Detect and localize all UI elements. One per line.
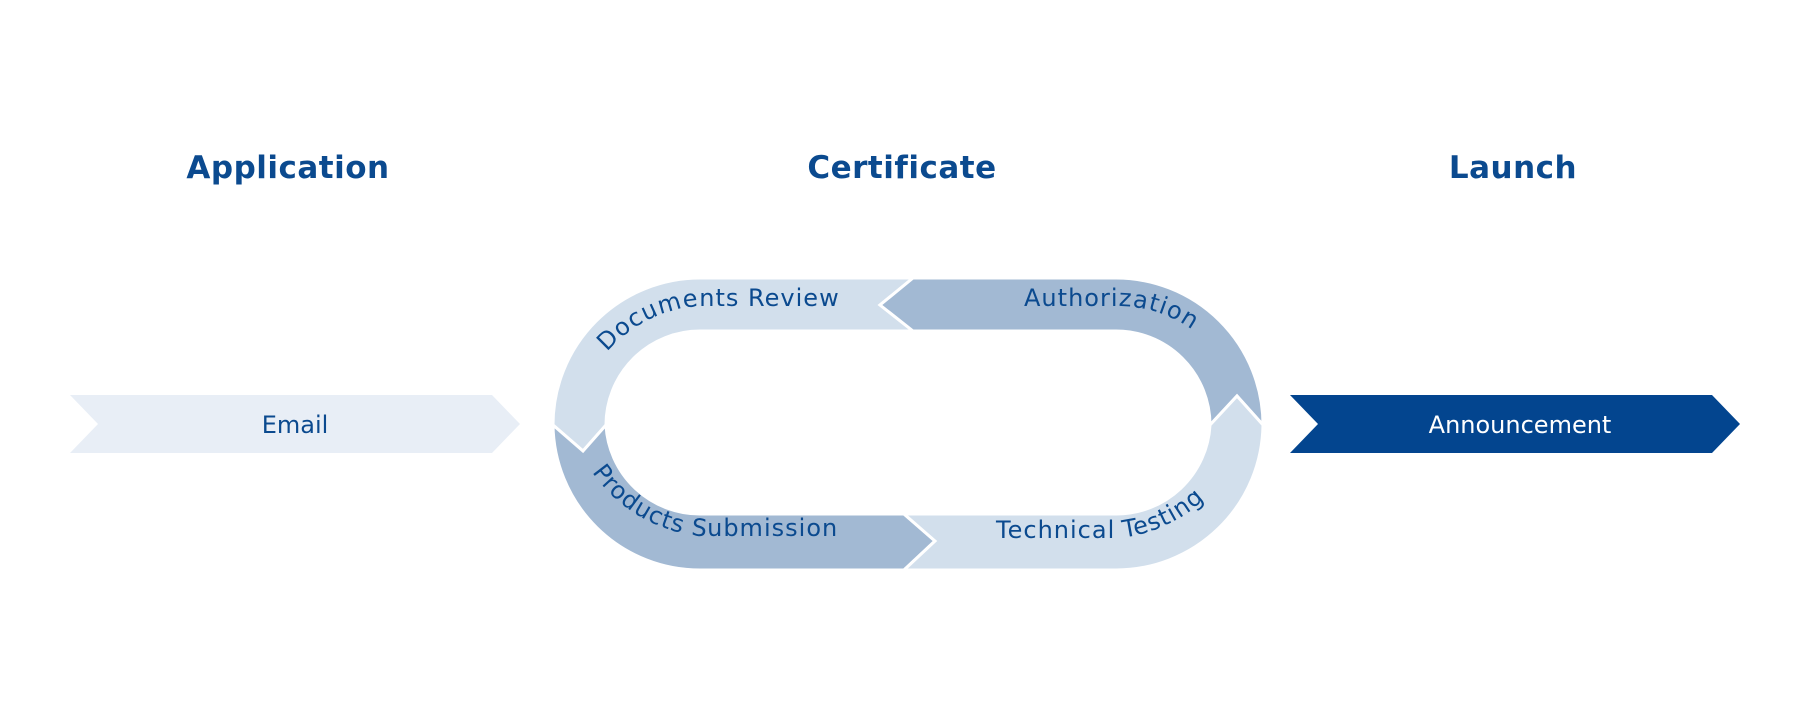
step-authorization: Authorization xyxy=(877,276,1265,429)
announcement-chevron-shape xyxy=(1290,395,1740,453)
step-documents-review: Documents Review xyxy=(551,276,918,454)
step-products-submission: Products Submission xyxy=(551,421,938,572)
phase-heading-launch: Launch xyxy=(1448,150,1578,186)
products-submission-arrow-shape xyxy=(551,421,938,572)
phase-heading-application: Application xyxy=(186,150,390,186)
phase-heading-certificate: Certificate xyxy=(807,150,997,186)
step-announcement: Announcement xyxy=(1290,395,1740,453)
email-chevron-shape xyxy=(70,395,520,453)
technical-testing-arrow-shape xyxy=(899,393,1265,572)
announcement-label: Announcement xyxy=(1429,411,1612,439)
step-email: Email xyxy=(70,395,520,453)
email-label: Email xyxy=(262,411,329,439)
